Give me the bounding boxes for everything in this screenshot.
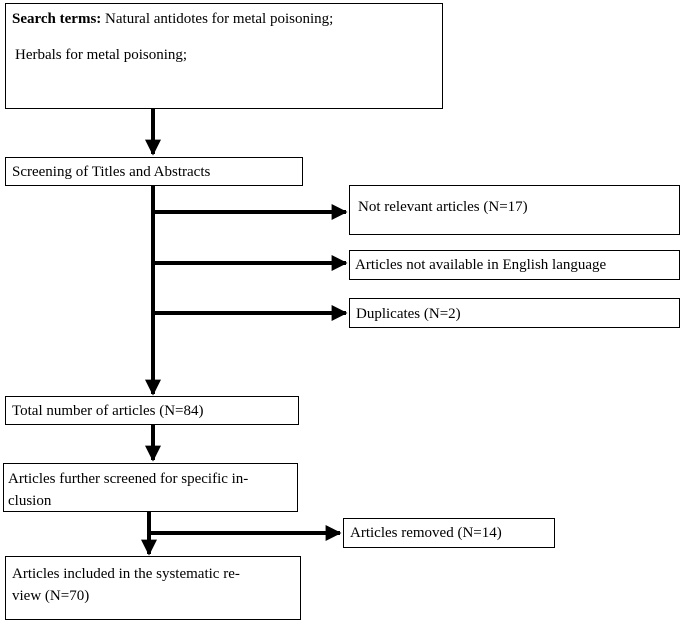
articles-included-line-2: view (N=70)	[12, 588, 90, 604]
articles-included-box: Articles included in the systematic re- …	[5, 556, 301, 620]
total-articles-label: Total number of articles (N=84)	[12, 403, 204, 419]
search-term-herbals: Herbals for metal poisoning;	[15, 47, 188, 63]
search-terms-box: Search terms: Natural antidotes for meta…	[5, 3, 443, 109]
not-relevant-box: Not relevant articles (N=17)	[349, 185, 680, 235]
search-term-natural-antidotes: Natural antidotes for metal poisoning;	[105, 11, 334, 27]
further-screened-line-1: Articles further screened for specific i…	[8, 471, 249, 487]
screening-label: Screening of Titles and Abstracts	[12, 164, 211, 180]
total-articles-box: Total number of articles (N=84)	[5, 396, 299, 425]
duplicates-label: Duplicates (N=2)	[356, 306, 461, 322]
articles-included-line-1: Articles included in the systematic re-	[12, 566, 240, 582]
further-screened-line-2: clusion	[8, 493, 52, 509]
not-relevant-label: Not relevant articles (N=17)	[358, 199, 528, 215]
further-screened-box: Articles further screened for specific i…	[3, 463, 298, 512]
articles-removed-label: Articles removed (N=14)	[350, 525, 502, 541]
not-english-label: Articles not available in English langua…	[355, 257, 607, 273]
articles-removed-box: Articles removed (N=14)	[343, 518, 555, 548]
search-terms-line-1: Search terms: Natural antidotes for meta…	[12, 10, 436, 28]
search-terms-label: Search terms:	[12, 11, 102, 27]
screening-box: Screening of Titles and Abstracts	[5, 157, 303, 186]
duplicates-box: Duplicates (N=2)	[349, 298, 680, 328]
not-english-box: Articles not available in English langua…	[349, 250, 680, 280]
